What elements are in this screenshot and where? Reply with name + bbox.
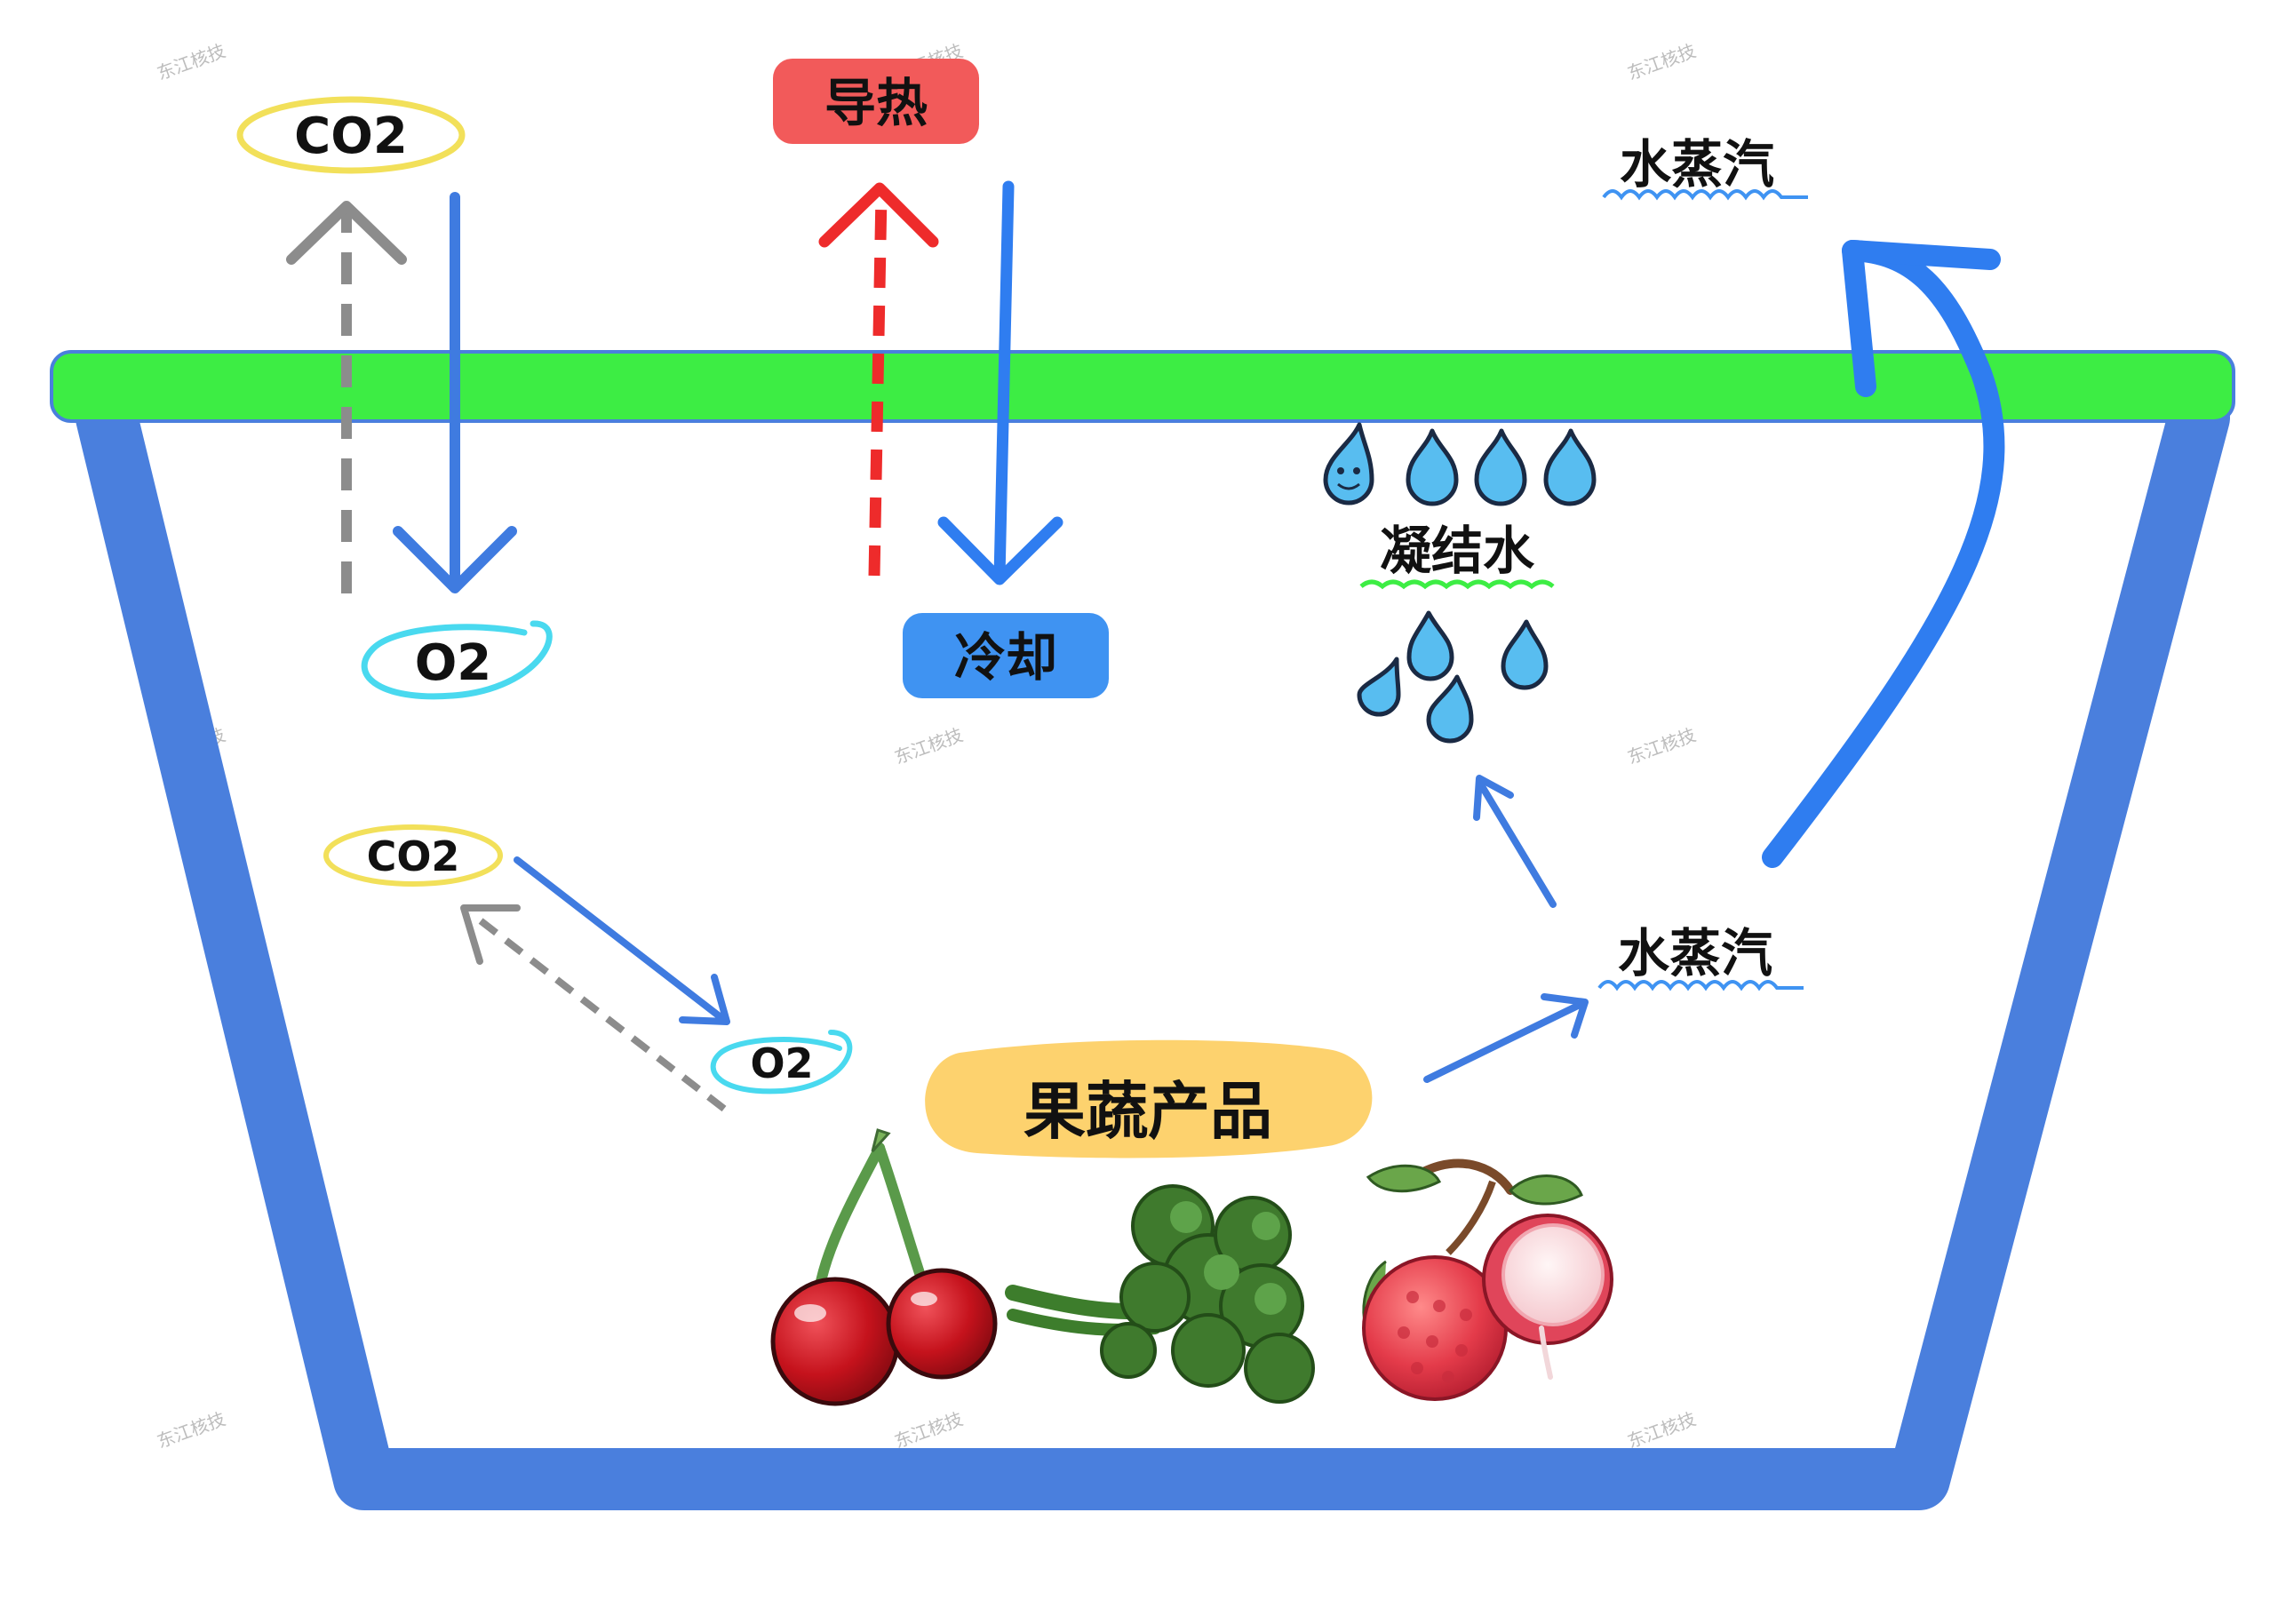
condensation-arrow: [1473, 775, 1557, 908]
o2-inner-label: O2: [710, 1030, 853, 1095]
produce-badge: 果蔬产品: [925, 1039, 1373, 1158]
droplet-icon: [1426, 674, 1474, 744]
svg-text:O2: O2: [750, 1039, 813, 1087]
vapor-escape-arrow: [1762, 240, 2005, 868]
droplet-icon: [1357, 657, 1401, 717]
watermark: 东江核技: [1625, 40, 1699, 84]
vapor-inner-label: 水蒸汽: [1597, 923, 1804, 991]
watermark: 东江核技: [892, 1408, 966, 1453]
vapor-top-label: 水蒸汽: [1602, 134, 1808, 201]
droplet-face: [1337, 467, 1360, 490]
svg-text:CO2: CO2: [367, 832, 460, 880]
co2-outflow-diagonal-arrow: [460, 904, 727, 1112]
wave-underline-icon: [1359, 579, 1555, 590]
watermark: 东江核技: [155, 1408, 228, 1453]
co2-outflow-arrow: [286, 201, 407, 593]
droplet-row: [1323, 422, 1597, 506]
condensed-water-label: 凝结水: [1359, 521, 1555, 590]
wave-underline-icon: [1602, 189, 1808, 201]
svg-text:CO2: CO2: [294, 107, 408, 165]
svg-text:果蔬产品: 果蔬产品: [1024, 1075, 1272, 1148]
svg-text:导热: 导热: [824, 73, 928, 133]
lid-film: [50, 350, 2235, 423]
svg-text:凝结水: 凝结水: [1380, 521, 1535, 581]
watermark: 东江核技: [892, 724, 966, 768]
lychee-icon: [1362, 1158, 1613, 1401]
svg-text:冷却: 冷却: [954, 627, 1057, 688]
parsley-icon: [1005, 1184, 1315, 1404]
o2-inflow-diagonal-arrow: [514, 856, 730, 1025]
co2-top-label: CO2: [236, 96, 466, 174]
svg-text:水蒸汽: 水蒸汽: [1620, 134, 1774, 195]
vapor-release-arrow: [1423, 993, 1589, 1083]
droplet-icon: [1406, 428, 1459, 506]
droplet-icon: [1501, 619, 1549, 690]
watermark: 东江核技: [1625, 724, 1699, 768]
wave-underline-icon: [1597, 980, 1804, 991]
svg-text:O2: O2: [415, 634, 492, 692]
watermark: 东江核技: [155, 40, 228, 84]
o2-inflow-arrow: [393, 192, 517, 593]
heat-conduction-badge: 导热: [773, 59, 979, 144]
co2-inner-label: CO2: [323, 824, 503, 887]
droplet-cluster: [1357, 610, 1549, 744]
droplet-icon: [1543, 428, 1597, 506]
cooling-badge: 冷却: [903, 613, 1109, 698]
svg-text:水蒸汽: 水蒸汽: [1618, 923, 1772, 983]
droplet-icon: [1323, 422, 1374, 506]
container-outline: [76, 386, 2230, 1510]
cooling-inflow-arrow: [937, 180, 1063, 585]
o2-top-label: O2: [361, 620, 553, 700]
watermark: 东江核技: [1625, 1408, 1699, 1453]
watermark-group: 东江核技 东江核技 东江核技 东江核技 东江核技 东江核技 东江核技 东江核技 …: [155, 40, 1699, 1453]
droplet-icon: [1406, 610, 1454, 681]
heat-outflow-arrow: [818, 182, 939, 577]
droplet-icon: [1474, 428, 1527, 506]
cherry-icon: [770, 1128, 998, 1406]
